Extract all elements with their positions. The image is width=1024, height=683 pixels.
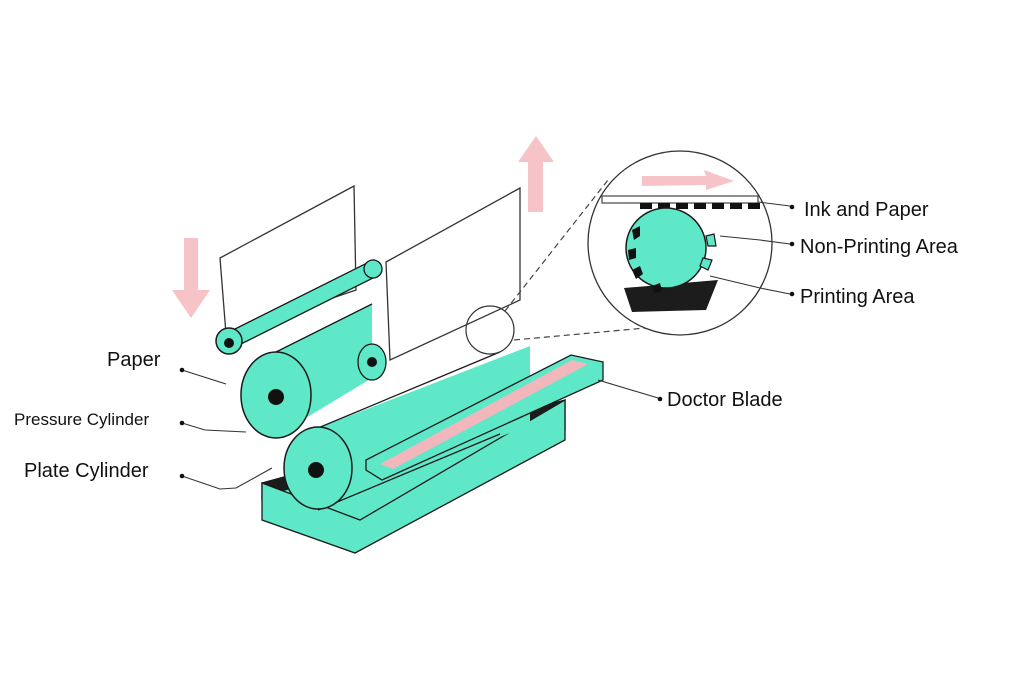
paper-motion-right-arrow <box>642 170 734 190</box>
non-printing-teeth <box>699 233 717 271</box>
leader-lines <box>181 201 791 490</box>
detail-source-circle <box>465 305 515 355</box>
zoom-guide-top <box>504 179 609 312</box>
guide-roller-top <box>215 258 383 355</box>
ink-well <box>624 280 718 312</box>
cylinder-cells <box>628 226 662 293</box>
label-non-printing-area: Non-Printing Area <box>800 236 959 258</box>
label-pressure-cylinder: Pressure Cylinder <box>14 410 149 429</box>
label-doctor-blade: Doctor Blade <box>667 389 783 411</box>
label-paper: Paper <box>107 349 161 371</box>
doctor-blade-strip <box>380 360 588 469</box>
guide-roller-hub <box>224 338 234 348</box>
pressure-cylinder-hub <box>268 389 284 405</box>
label-printing-area: Printing Area <box>800 286 915 308</box>
outgoing-paper-sheet <box>385 186 521 361</box>
leader-dots <box>179 204 795 479</box>
paper-exit-up-arrow <box>518 136 554 212</box>
label-ink-and-paper: Ink and Paper <box>804 199 929 221</box>
plate-cylinder-hub <box>308 462 324 478</box>
pressure-cylinder <box>240 303 387 439</box>
engraved-cylinder-core <box>625 207 707 289</box>
magnified-detail <box>587 150 773 336</box>
label-plate-cylinder: Plate Cylinder <box>24 460 149 482</box>
pressure-cylinder-axle <box>367 357 377 367</box>
paper-strip <box>601 195 759 204</box>
doctor-blade <box>365 354 604 481</box>
paper-feed-down-arrow <box>172 238 210 318</box>
